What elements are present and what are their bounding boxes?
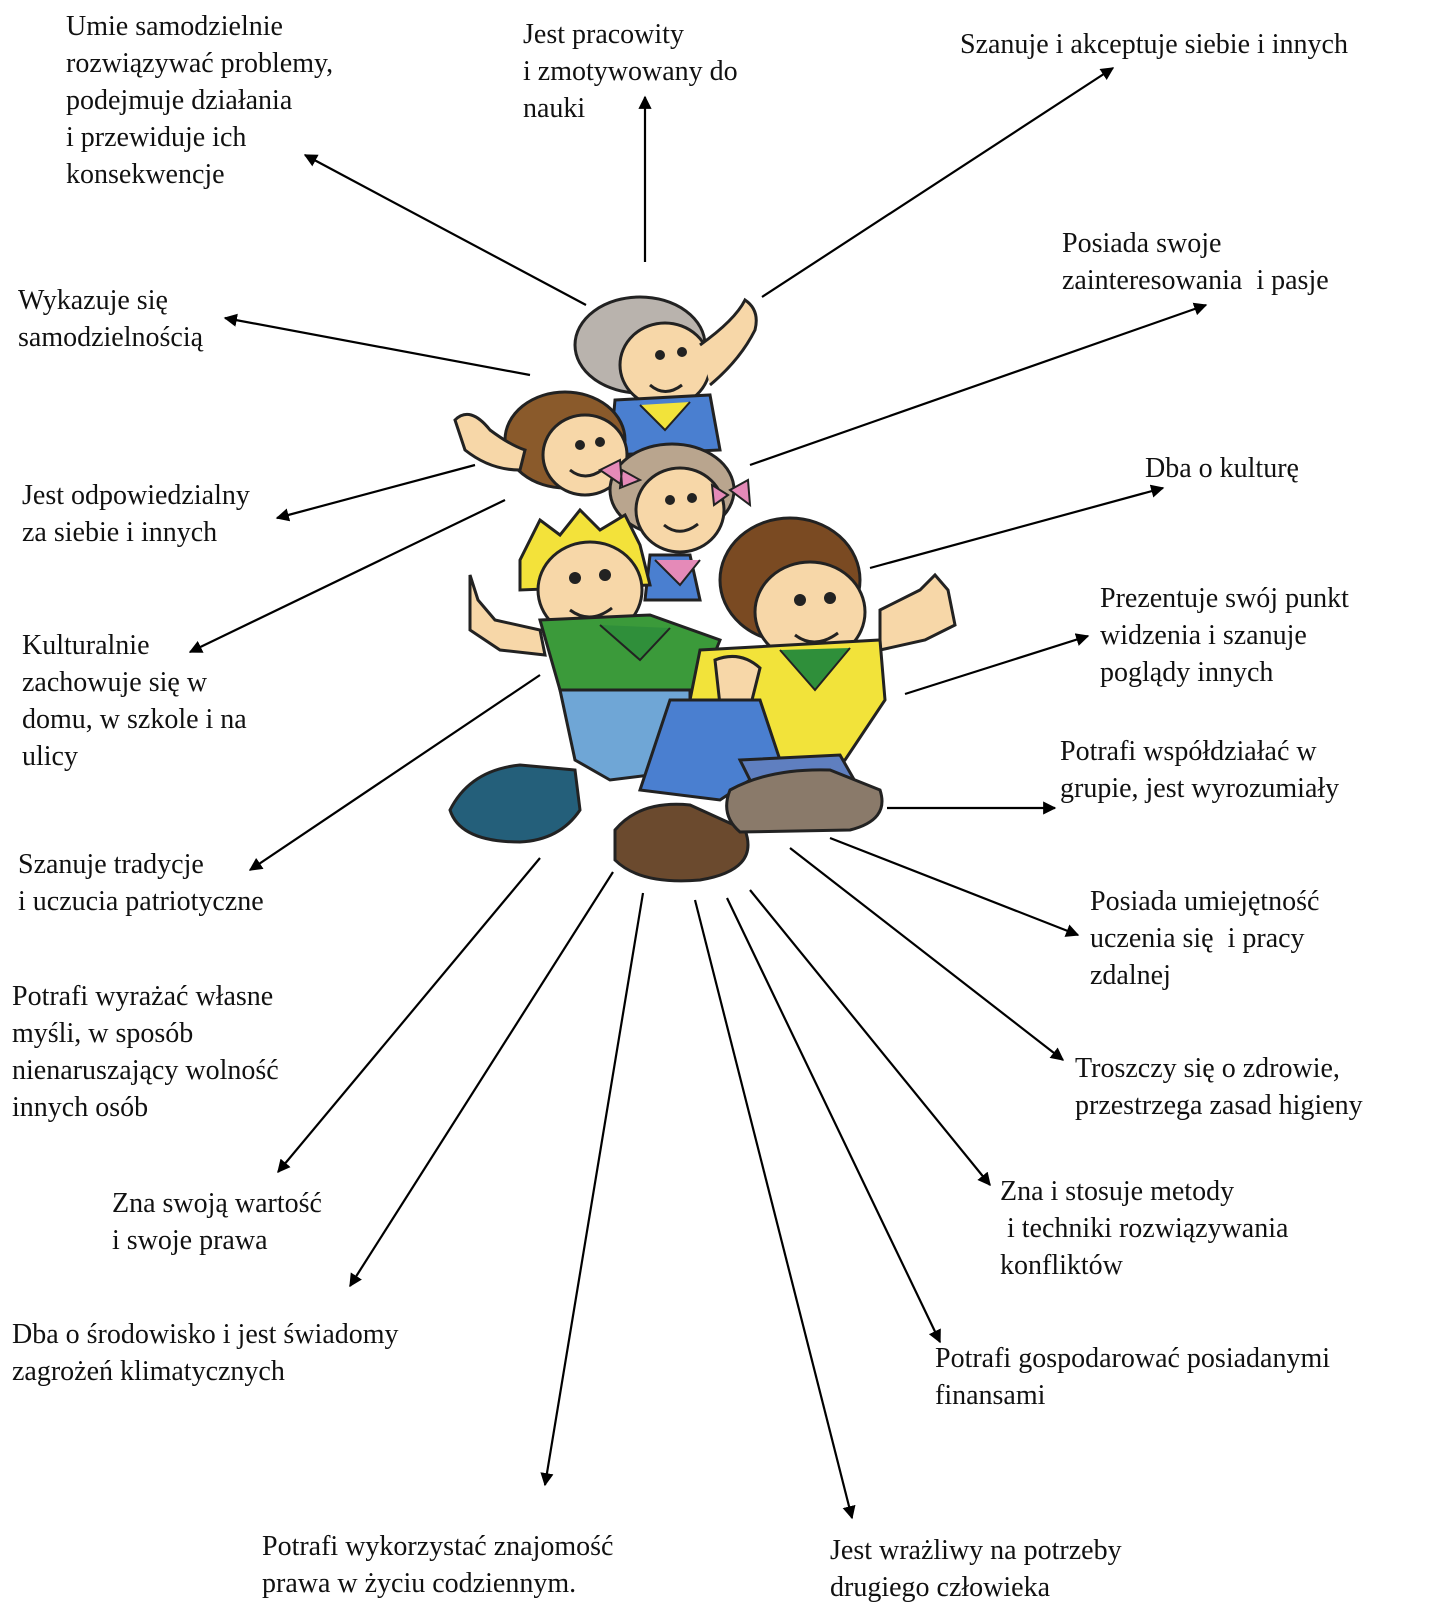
shoes <box>448 763 884 883</box>
arrow-viewpoint <box>904 633 1090 696</box>
label-line: Potrafi wyrażać własne <box>12 981 274 1012</box>
label-line: Prezentuje swój punkt <box>1100 583 1349 614</box>
label-line: myśli, w sposób <box>12 1018 194 1049</box>
label-line: i techniki rozwiązywania <box>1000 1213 1289 1244</box>
label-line: Zna swoją wartość <box>112 1188 322 1219</box>
arrow-responsible <box>275 463 476 522</box>
label-line: konfliktów <box>1000 1250 1123 1281</box>
label-line: prawa w życiu codziennym. <box>262 1568 577 1599</box>
label-line: widzenia i szanuje <box>1100 620 1307 651</box>
arrow-respects <box>761 67 1115 298</box>
label-line: zainteresowania i pasje <box>1062 265 1329 296</box>
label-line: Posiada swoje <box>1062 228 1222 259</box>
label-cooperates: Potrafi współdziałać w grupie, jest wyroz… <box>1060 733 1339 807</box>
label-conflict-resolution: Zna i stosuje metody i techniki rozwiązy… <box>1000 1173 1288 1284</box>
arrow-tradition <box>248 674 541 871</box>
arrow-law <box>540 892 645 1487</box>
arrow-polite <box>188 499 506 653</box>
label-line: poglądy innych <box>1100 657 1274 688</box>
label-line: nienaruszający wolność <box>12 1055 279 1086</box>
boy-blonde <box>468 507 722 782</box>
label-solves-problems: Umie samodzielnie rozwiązywać problemy, po… <box>66 8 333 193</box>
label-expresses-thoughts: Potrafi wyrażać własne myśli, w sposób nie… <box>12 978 279 1126</box>
label-line: Szanuje tradycje <box>18 849 204 880</box>
arrow-interests <box>749 302 1208 467</box>
label-line: zagrożeń klimatycznych <box>12 1356 285 1387</box>
label-law-knowledge: Potrafi wykorzystać znajomość prawa w życ… <box>262 1528 613 1602</box>
label-interests: Posiada swoje zainteresowania i pasje <box>1062 225 1329 299</box>
label-line: zachowuje się w <box>22 667 208 698</box>
arrow-environment <box>349 871 614 1288</box>
label-respects-self-others: Szanuje i akceptuje siebie i innych <box>960 26 1348 63</box>
label-line: Posiada umiejętność <box>1090 886 1320 917</box>
label-line: uczenia się i pracy <box>1090 923 1305 954</box>
label-health: Troszczy się o zdrowie, przestrzega zasad… <box>1075 1050 1363 1124</box>
arrow-problems <box>303 154 587 306</box>
arrow-health <box>789 847 1065 1061</box>
label-line: Jest wrażliwy na potrzeby <box>830 1535 1122 1566</box>
label-responsible: Jest odpowiedzialny za siebie i innych <box>22 477 250 551</box>
label-line: drugiego człowieka <box>830 1572 1051 1603</box>
label-viewpoint: Prezentuje swój punkt widzenia i szanuje p… <box>1100 580 1349 691</box>
label-line: podejmuje działania <box>66 85 293 116</box>
label-line: i zmotywowany do <box>523 56 738 87</box>
label-line: i uczucia patriotyczne <box>18 886 264 917</box>
label-line: zdalnej <box>1090 960 1171 991</box>
label-learning-skills: Posiada umiejętność uczenia się i pracy zd… <box>1090 883 1319 994</box>
label-line: konsekwencje <box>66 159 225 190</box>
label-line: innych osób <box>12 1092 149 1123</box>
label-line: Szanuje i akceptuje siebie i innych <box>960 29 1348 60</box>
label-line: Potrafi gospodarować posiadanymi <box>935 1343 1331 1374</box>
label-sensitive: Jest wrażliwy na potrzeby drugiego człowi… <box>830 1532 1122 1606</box>
label-environment: Dba o środowisko i jest świadomy zagrożeń… <box>12 1316 399 1390</box>
label-line: grupie, jest wyrozumiały <box>1060 773 1340 804</box>
arrow-value <box>277 857 541 1174</box>
girl-top <box>573 295 758 457</box>
label-line: Wykazuje się <box>18 285 168 316</box>
label-line: przestrzega zasad higieny <box>1075 1090 1363 1121</box>
label-line: rozwiązywać problemy, <box>66 48 334 79</box>
label-line: Umie samodzielnie <box>66 11 283 42</box>
label-finances: Potrafi gospodarować posiadanymi finansam… <box>935 1340 1330 1414</box>
label-line: Jest odpowiedzialny <box>22 480 250 511</box>
label-line: ulicy <box>22 741 78 772</box>
label-hardworking: Jest pracowity i zmotywowany do nauki <box>523 16 738 127</box>
label-line: samodzielnością <box>18 322 204 353</box>
label-line: i swoje prawa <box>112 1225 268 1256</box>
label-own-value: Zna swoją wartość i swoje prawa <box>112 1185 322 1259</box>
arrow-finance <box>726 897 941 1344</box>
arrow-independence <box>223 313 531 377</box>
girl-middle <box>598 442 752 602</box>
arrow-culture <box>869 484 1165 570</box>
label-line: Dba o środowisko i jest świadomy <box>12 1319 399 1350</box>
arrow-sensitive <box>693 899 856 1520</box>
label-line: Zna i stosuje metody <box>1000 1176 1235 1207</box>
label-independence: Wykazuje się samodzielnością <box>18 282 203 356</box>
label-line: Potrafi współdziałać w <box>1060 736 1317 767</box>
label-line: i przewiduje ich <box>66 122 247 153</box>
label-polite-behaviour: Kulturalnie zachowuje się w domu, w szkole… <box>22 627 247 775</box>
label-line: domu, w szkole i na <box>22 704 247 735</box>
label-line: za siebie i innych <box>22 517 218 548</box>
label-culture: Dba o kulturę <box>1145 450 1299 487</box>
arrow-conflicts <box>749 889 991 1187</box>
label-line: nauki <box>523 93 586 124</box>
label-line: Jest pracowity <box>523 19 684 50</box>
label-line: Dba o kulturę <box>1145 453 1299 484</box>
label-line: finansami <box>935 1380 1046 1411</box>
arrow-learning <box>829 836 1080 937</box>
label-line: Potrafi wykorzystać znajomość <box>262 1531 614 1562</box>
label-line: Troszczy się o zdrowie, <box>1075 1053 1340 1084</box>
label-line: Kulturalnie <box>22 630 150 661</box>
label-tradition: Szanuje tradycje i uczucia patriotyczne <box>18 846 264 920</box>
